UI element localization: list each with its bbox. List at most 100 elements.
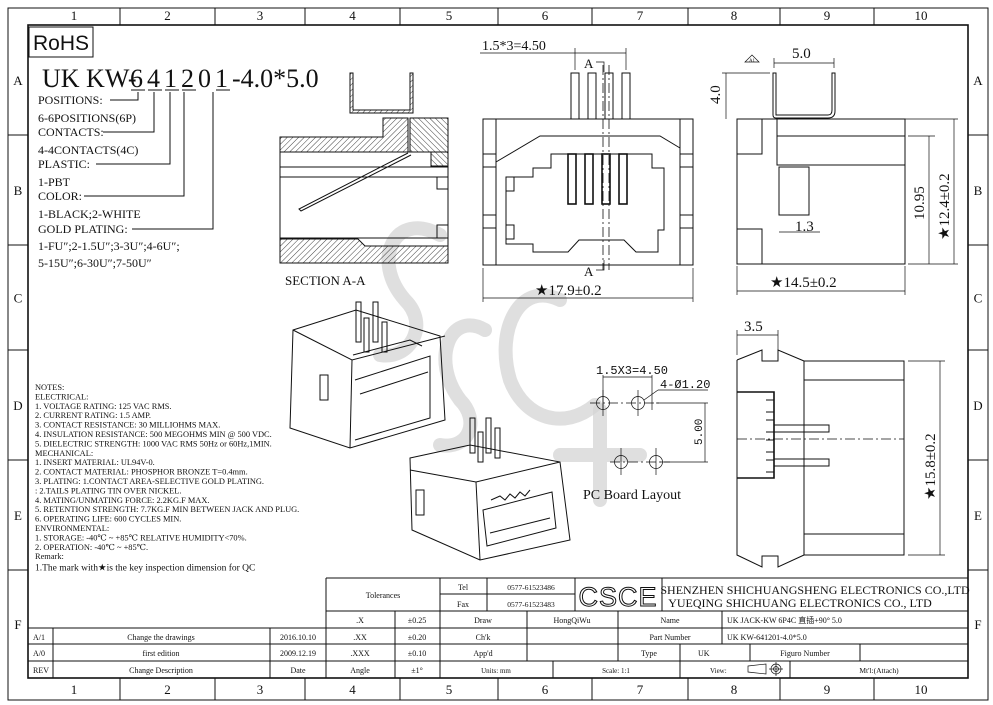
grid-row-label: B (974, 183, 983, 198)
notes-item: 4. MATING/UNMATING FORCE: 2.2KG.F MAX. (35, 496, 210, 505)
grid-column-label: 4 (349, 8, 356, 23)
side-pin-height-dim: 4.0 (708, 85, 724, 104)
side-view: A1 5.0 4.0 1.3 10.95 ★12.4±0.2 ★14.5±0.2 (708, 46, 958, 295)
fax-value: 0577-61523483 (507, 600, 555, 609)
grid-row-label: D (13, 398, 22, 413)
grid-row-label: D (973, 398, 982, 413)
grid-column-label: 6 (542, 8, 549, 23)
notes-item: 4. INSULATION RESISTANCE: 500 MEGOHMS MI… (35, 430, 272, 439)
pc-board-layout: 1.5X3=4.50 4-Ø1.20 5.00 PC Board Layout (583, 364, 710, 503)
part-number-value: UK KW-641201-4.0*5.0 (727, 633, 807, 642)
figure-number-label: Figuro Number (780, 649, 830, 658)
legend-contacts-label: CONTACTS: (38, 125, 104, 139)
grid-row-label: C (974, 291, 983, 306)
notes-item: 2. CONTACT MATERIAL: PHOSPHOR BRONZE T=0… (35, 468, 248, 477)
isometric-view-top (289, 301, 446, 449)
legend-gold-plating-label: GOLD PLATING: (38, 222, 128, 236)
notes: NOTES:ELECTRICAL:1. VOLTAGE RATING: 125 … (35, 383, 299, 574)
legend-color-label: COLOR: (38, 189, 82, 203)
grid-column-label: 5 (446, 682, 453, 697)
grid-row-label: F (14, 617, 21, 632)
company-line-2: YUEQING SHICHUANG ELECTRONICS CO., LTD (668, 596, 932, 610)
grid-column-label: 4 (349, 682, 356, 697)
revision-triangle-icon (744, 54, 760, 63)
side-offset-dim: 1.3 (795, 219, 814, 235)
title-block: A/1 Change the drawings 2016.10.10 A/0 f… (28, 577, 970, 678)
pcb-holes-dim: 4-Ø1.20 (660, 378, 710, 392)
tolerance-value-1: ±0.25 (408, 616, 426, 625)
remark-heading: Remark: (35, 552, 64, 561)
notes-item: 5. RETENTION STRENGTH: 7.7KG.F MIN BETWE… (35, 505, 299, 514)
rohs-badge: RoHS (28, 26, 94, 58)
csce-watermark (373, 221, 647, 507)
fax-label: Fax (457, 600, 469, 609)
notes-item: 1. INSERT MATERIAL: UL94V-0. (35, 458, 155, 467)
grid-column-label: 7 (637, 682, 644, 697)
grid-row-label: F (974, 617, 981, 632)
rev-row-1-rev: A/1 (33, 633, 45, 642)
legend-contacts-options: 4-4CONTACTS(4C) (38, 143, 138, 157)
side-height-dim: ★12.4±0.2 (937, 173, 953, 240)
rev-row-1-date: 2016.10.10 (280, 633, 316, 642)
part-code-suffix: -4.0*5.0 (232, 64, 319, 93)
name-label: Name (660, 616, 680, 625)
rev-row-2-description: first edition (142, 649, 179, 658)
inner-border (27, 24, 969, 679)
material-value: Mt'l:(Attach) (859, 666, 899, 675)
part-code-digit-6: 1 (215, 64, 228, 93)
approval-draw-label: Draw (474, 616, 492, 625)
grid-row-label: B (14, 183, 23, 198)
type-label: Type (641, 649, 657, 658)
rev-row-2-rev: A/0 (33, 649, 45, 658)
rohs-text: RoHS (33, 32, 89, 55)
grid-column-label: 2 (164, 682, 171, 697)
part-code-digit-3: 1 (164, 64, 177, 93)
part-number-label: Part Number (649, 633, 690, 642)
legend-gold-plating-options: 1-FU″;2-1.5U″;3-3U″;4-6U″; (38, 239, 180, 253)
grid-row-label: E (14, 508, 22, 523)
legend-positions-label: POSITIONS: (38, 93, 103, 107)
legend-color-options: 1-BLACK;2-WHITE (38, 207, 141, 221)
tolerance-key-2: .XX (353, 633, 367, 642)
legend-positions-options: 6-6POSITIONS(6P) (38, 111, 136, 125)
grid-column-label: 7 (637, 8, 644, 23)
notes-item: 2. CURRENT RATING: 1.5 AMP. (35, 411, 151, 420)
type-value: UK (698, 649, 710, 658)
side-inner-height-dim: 10.95 (912, 186, 928, 220)
csce-logo: CSCE (578, 582, 657, 612)
grid-row-label: E (974, 508, 982, 523)
grid-column-label: 9 (824, 682, 831, 697)
tel-value: 0577-61523486 (507, 583, 555, 592)
notes-item: 6. OPERATING LIFE: 600 CYCLES MIN. (35, 515, 181, 524)
front-view: 1.5*3=4.50 A A (480, 39, 694, 302)
notes-section-heading: ELECTRICAL: (35, 392, 89, 401)
approval-draw-value: HongQiWu (553, 616, 590, 625)
part-code-digit-5: 0 (198, 64, 211, 93)
company-line-1: SHENZHEN SHICHUANGSHENG ELECTRONICS CO.,… (660, 583, 970, 597)
pcb-layout-label: PC Board Layout (583, 488, 681, 503)
notes-section-heading: ENVIRONMENTAL: (35, 524, 109, 533)
side-pin-width-dim: 5.0 (792, 46, 811, 62)
legend-gold-plating-options-2: 5-15U″;6-30U″;7-50U″ (38, 256, 152, 270)
approval-approved-label: App'd (473, 649, 492, 658)
grid-column-label: 1 (71, 682, 78, 697)
rev-header-rev: REV (33, 666, 49, 675)
grid-column-label: 10 (915, 8, 928, 23)
part-code-digit-4: 2 (181, 64, 194, 93)
tolerances-title: Tolerances (366, 591, 401, 600)
notes-item: 3. PLATING: 1.CONTACT AREA-SELECTIVE GOL… (35, 477, 264, 486)
notes-section-heading: MECHANICAL: (35, 449, 93, 458)
grid-row-label: A (13, 73, 23, 88)
rev-header-date: Date (290, 666, 306, 675)
grid-column-label: 8 (731, 682, 738, 697)
grid-column-label: 1 (71, 8, 78, 23)
bottom-width-dim: ★15.8±0.2 (923, 433, 939, 500)
rev-row-1-description: Change the drawings (127, 633, 195, 642)
grid-column-label: 2 (164, 8, 171, 23)
front-pitch-dim: 1.5*3=4.50 (482, 39, 546, 54)
grid-row-label: C (14, 291, 23, 306)
grid-column-label: 10 (915, 682, 928, 697)
